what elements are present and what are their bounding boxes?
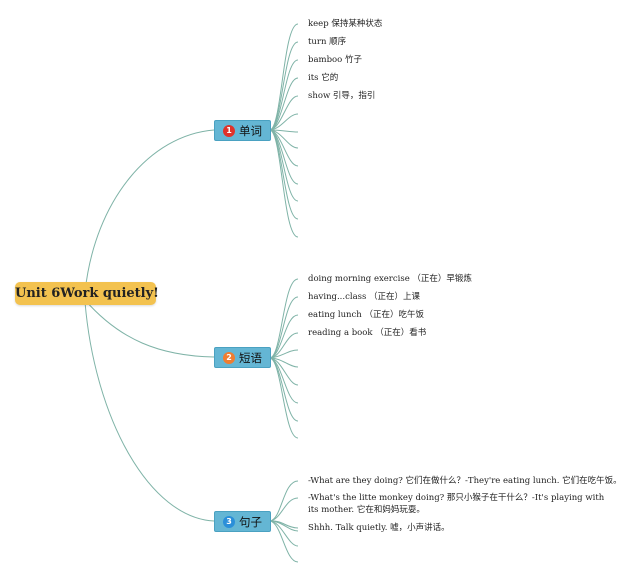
branch-label: 短语 (239, 350, 262, 365)
leaf-topic[interactable]: its 它的 (308, 73, 339, 83)
leaf-topic[interactable]: -What are they doing? 它们在做什么？-They're ea… (308, 476, 622, 486)
branch-topic-phrases[interactable]: 2 短语 (214, 347, 271, 368)
leaf-topic[interactable]: keep 保持某种状态 (308, 19, 383, 29)
leaf-topic[interactable]: show 引导，指引 (308, 91, 376, 101)
root-to-branch-2-line (84, 299, 215, 358)
branch-topic-sentences[interactable]: 3 句子 (214, 511, 271, 532)
branch-label: 句子 (239, 514, 262, 529)
root-to-branch-1-line (84, 129, 215, 293)
leaf-topic[interactable]: bamboo 竹子 (308, 55, 362, 65)
leaf-topic[interactable]: having...class （正在）上课 (308, 292, 421, 302)
leaf-topic[interactable]: eating lunch （正在）吃午饭 (308, 310, 424, 320)
root-topic[interactable]: Unit 6Work quietly! (15, 282, 159, 305)
root-to-branch-3-line (84, 301, 215, 522)
branch-2-fan (269, 278, 299, 439)
leaf-topic[interactable]: reading a book （正在）看书 (308, 328, 427, 338)
priority-2-icon: 2 (223, 351, 235, 364)
branch-topic-vocabulary[interactable]: 1 单词 (214, 120, 271, 141)
leaf-topic[interactable]: turn 顺序 (308, 37, 347, 47)
leaf-topic[interactable]: Shhh. Talk quietly. 嘘，小声讲话。 (308, 523, 450, 533)
priority-3-icon: 3 (223, 515, 235, 528)
leaf-topic[interactable]: -What's the litte monkey doing? 那只小猴子在干什… (308, 493, 605, 515)
branch-3-fan (269, 480, 299, 563)
leaf-topic[interactable]: doing morning exercise （正在）早锻炼 (308, 274, 472, 284)
branch-label: 单词 (239, 123, 262, 138)
priority-1-icon: 1 (223, 124, 235, 137)
branch-1-fan (269, 23, 299, 238)
